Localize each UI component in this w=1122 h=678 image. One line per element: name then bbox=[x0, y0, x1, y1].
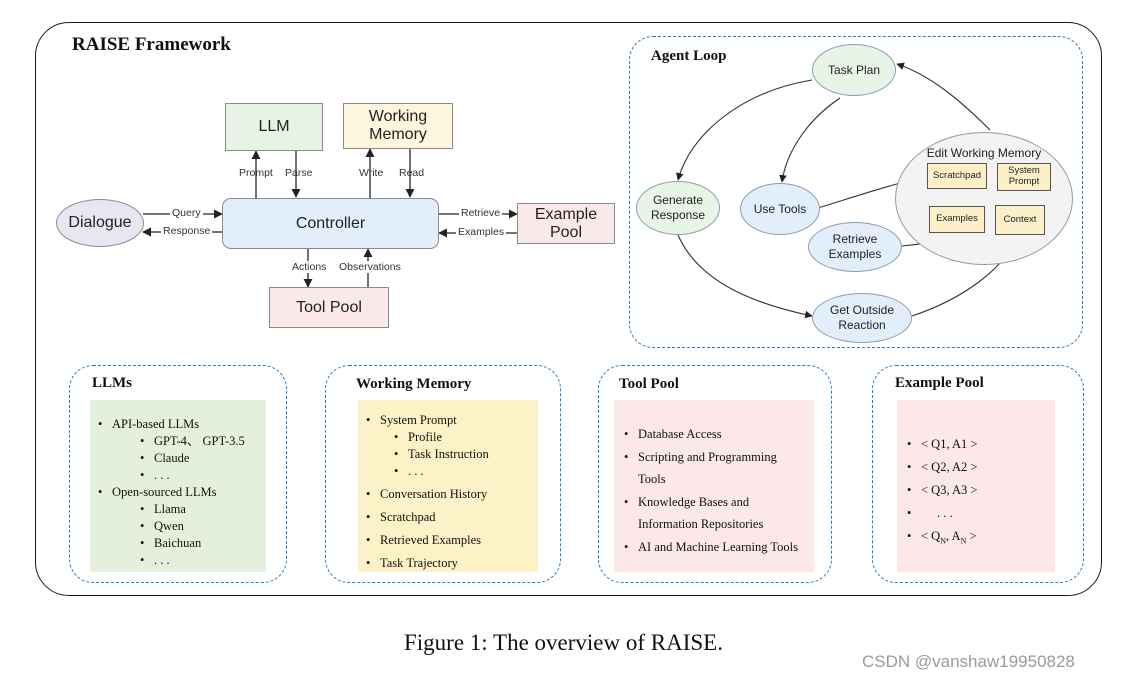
list-item: Llama bbox=[140, 501, 266, 518]
list-item: < Q2, A2 > bbox=[907, 456, 1055, 479]
tool-pool-panel bbox=[598, 365, 832, 583]
example-pool-panel bbox=[872, 365, 1084, 583]
task-plan-node: Task Plan bbox=[812, 44, 896, 96]
llms-title: LLMs bbox=[92, 375, 133, 391]
list-item: Task Instruction bbox=[394, 446, 538, 463]
edge-label-query: Query bbox=[170, 207, 203, 219]
llm-box: LLM bbox=[225, 103, 323, 151]
llms-card: API-based LLMs GPT-4、 GPT-3.5 Claude . .… bbox=[90, 400, 266, 572]
list-item-continuation: Information Repositories bbox=[638, 517, 764, 531]
list-item: Knowledge Bases and bbox=[624, 491, 814, 514]
list-item: GPT-4、 GPT-3.5 bbox=[140, 433, 266, 450]
working-memory-box: Working Memory bbox=[343, 103, 453, 149]
retrieve-examples-node: Retrieve Examples bbox=[808, 222, 902, 272]
working-memory-title: Working Memory bbox=[356, 376, 472, 392]
scratchpad-box: Scratchpad bbox=[927, 163, 987, 189]
dialogue-node: Dialogue bbox=[56, 199, 144, 247]
list-item: . . . bbox=[394, 463, 538, 480]
list-item: < Q3, A3 > bbox=[907, 479, 1055, 502]
agent-loop-title: Agent Loop bbox=[651, 48, 727, 64]
list-item: Baichuan bbox=[140, 535, 266, 552]
generate-response-node: Generate Response bbox=[636, 181, 720, 235]
working-memory-panel bbox=[325, 365, 561, 583]
list-item: Database Access bbox=[624, 423, 814, 446]
framework-frame bbox=[35, 22, 1102, 596]
edit-working-memory-node: Edit Working Memory bbox=[895, 132, 1073, 265]
tool-pool-title: Tool Pool bbox=[619, 376, 679, 392]
list-item: Task Trajectory bbox=[366, 555, 538, 572]
agent-loop-panel bbox=[629, 36, 1083, 348]
example-pool-card: < Q1, A1 > < Q2, A2 > < Q3, A3 > . . . <… bbox=[897, 400, 1055, 572]
example-pool-box: Example Pool bbox=[517, 203, 615, 244]
example-n-sub-q: N bbox=[940, 536, 946, 546]
list-item-last: < QN, AN > bbox=[907, 525, 1055, 553]
tool-pool-card: Database Access Scripting and Programmin… bbox=[614, 400, 814, 572]
use-tools-node: Use Tools bbox=[740, 183, 820, 235]
example-n-mid: , A bbox=[945, 529, 961, 543]
working-memory-card: System Prompt Profile Task Instruction .… bbox=[358, 400, 538, 572]
list-item: Scratchpad bbox=[366, 509, 538, 526]
edge-label-prompt: Prompt bbox=[239, 167, 273, 179]
list-item: . . . bbox=[140, 552, 266, 569]
edge-label-observations: Observations bbox=[338, 261, 402, 273]
list-item-continuation: Tools bbox=[638, 472, 666, 486]
list-item: Retrieved Examples bbox=[366, 532, 538, 549]
tool-pool-box: Tool Pool bbox=[269, 287, 389, 328]
llms-panel bbox=[69, 365, 287, 583]
framework-title: RAISE Framework bbox=[72, 34, 231, 55]
example-n-open: < Q bbox=[921, 529, 941, 543]
list-item: . . . bbox=[140, 467, 266, 484]
edge-label-parse: Parse bbox=[285, 167, 313, 179]
system-prompt-box: System Prompt bbox=[997, 163, 1051, 191]
list-item: Profile bbox=[394, 429, 538, 446]
edge-label-read: Read bbox=[399, 167, 425, 179]
list-item: Conversation History bbox=[366, 486, 538, 503]
list-item: AI and Machine Learning Tools bbox=[624, 536, 814, 559]
list-item: System Prompt bbox=[366, 412, 538, 429]
list-item: Open-sourced LLMs bbox=[98, 484, 266, 501]
edge-label-actions: Actions bbox=[291, 261, 328, 273]
list-item: . . . bbox=[907, 502, 1055, 525]
context-box: Context bbox=[995, 205, 1045, 235]
edge-label-write: Write bbox=[359, 167, 384, 179]
edge-label-examples: Examples bbox=[456, 226, 507, 238]
examples-box: Examples bbox=[929, 206, 985, 233]
figure-caption: Figure 1: The overview of RAISE. bbox=[404, 630, 723, 655]
list-item: Qwen bbox=[140, 518, 266, 535]
example-n-close: > bbox=[966, 529, 977, 543]
watermark: CSDN @vanshaw19950828 bbox=[862, 652, 1075, 671]
list-item: < Q1, A1 > bbox=[907, 433, 1055, 456]
edit-working-memory-label: Edit Working Memory bbox=[926, 146, 1042, 160]
list-item: Scripting and Programming bbox=[624, 446, 814, 469]
get-outside-reaction-node: Get Outside Reaction bbox=[812, 293, 912, 343]
example-n-sub-a: N bbox=[960, 536, 967, 546]
list-item: API-based LLMs bbox=[98, 416, 266, 433]
edge-label-retrieve: Retrieve bbox=[459, 207, 503, 219]
controller-box: Controller bbox=[222, 198, 439, 249]
edge-label-response: Response bbox=[161, 225, 213, 237]
example-pool-title: Example Pool bbox=[895, 375, 984, 391]
list-item: Claude bbox=[140, 450, 266, 467]
